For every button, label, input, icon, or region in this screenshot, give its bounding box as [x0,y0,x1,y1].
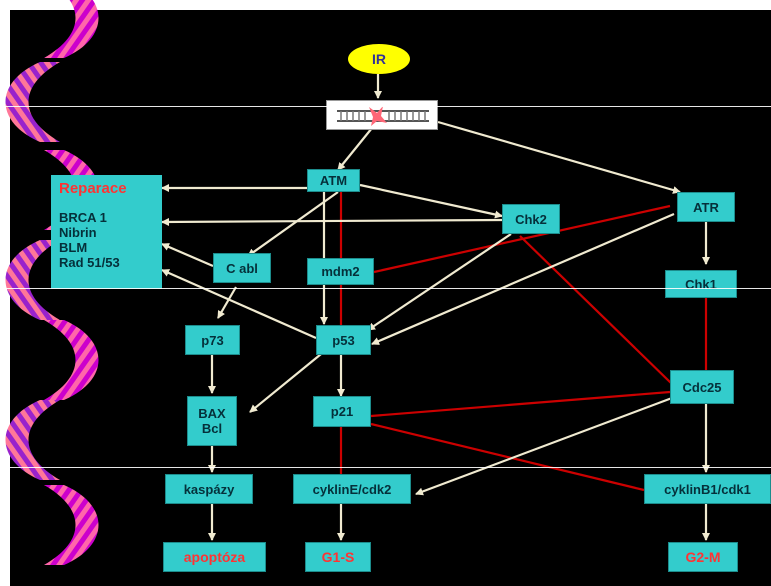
node-bcl-label: Bcl [201,421,223,436]
node-chk2: Chk2 [502,204,560,234]
dna-helix-segment [44,485,99,565]
arrow-cabl-reparace [161,242,214,268]
outcome-g1-s-label: G1-S [321,548,355,565]
reparace-item: BRCA 1 [59,210,107,225]
node-atm: ATM [307,169,360,192]
outcome-g2-m: G2-M [668,542,738,572]
node-mdm2: mdm2 [307,258,374,285]
reparace-panel: Reparace BRCA 1 Nibrin BLM Rad 51/53 [51,175,162,289]
node-cdc25-label: Cdc25 [682,379,722,395]
scan-line [0,467,771,468]
dna-helix-segment [5,240,60,320]
reparace-item: Rad 51/53 [59,255,120,270]
reparace-title: Reparace [59,180,127,197]
node-atm-label: ATM [319,173,348,188]
node-p53: p53 [316,325,371,355]
node-ir-label: IR [372,51,386,67]
outcome-apoptoza: apoptóza [163,542,266,572]
node-cyklinb1-cdk1-label: cyklinB1/cdk1 [664,481,751,497]
node-chk1-label: Chk1 [685,276,717,292]
outcome-g2-m-label: G2-M [685,548,721,565]
dna-double-strand-icon [326,100,438,130]
node-chk1: Chk1 [665,270,737,298]
node-cykline-cdk2: cyklinE/cdk2 [293,474,411,504]
node-kaspazy-label: kaspázy [183,481,235,497]
scan-line [0,106,771,107]
node-cyklinb1-cdk1: cyklinB1/cdk1 [644,474,771,504]
arrow-chk2-p53 [367,233,512,331]
inhibition-cdc25-p21 [370,390,671,418]
outcome-apoptoza-label: apoptóza [183,548,246,565]
node-p73-label: p73 [201,332,224,348]
outcome-g1-s: G1-S [305,542,371,572]
arrow-p53-bax [249,349,327,413]
dna-helix-segment [44,0,99,58]
reparace-item: Nibrin [59,225,97,240]
dna-helix-segment [5,62,60,142]
node-atr: ATR [677,192,735,222]
node-p21-label: p21 [330,404,354,419]
arrow-p53-reparace [161,268,317,340]
inhibition-p21-cyklinb1 [370,422,645,492]
node-cykline-cdk2-label: cyklinE/cdk2 [312,481,392,497]
inhibition-chk2-cdc25 [519,235,673,385]
node-bax-label: BAX [198,406,226,421]
node-c-abl-label: C abl [226,260,258,276]
dna-helix-segment [5,400,60,480]
arrow-dna-atr [437,120,681,194]
scan-line [0,288,771,289]
arrow-atr-p53 [371,212,675,346]
node-kaspazy: kaspázy [165,474,253,504]
arrow-cabl-p73 [217,286,237,319]
node-bax-bcl: BAX Bcl [187,396,237,446]
node-cdc25: Cdc25 [670,370,734,404]
arrow-cdc25-cykline [415,396,673,496]
reparace-item: BLM [59,240,88,255]
dna-helix-segment [44,320,99,400]
arrow-chk2-reparace [161,217,503,226]
node-chk2-label: Chk2 [515,211,547,227]
node-atr-label: ATR [693,199,719,215]
node-p73: p73 [185,325,240,355]
node-c-abl: C abl [213,253,271,283]
arrow-atm-chk2 [359,183,503,219]
damage-mark-icon [337,106,429,126]
node-ir: IR [348,44,410,74]
node-p53-label: p53 [332,332,355,348]
node-p21: p21 [313,396,371,427]
arrow-dna-atm [337,127,373,171]
node-mdm2-label: mdm2 [321,264,360,279]
